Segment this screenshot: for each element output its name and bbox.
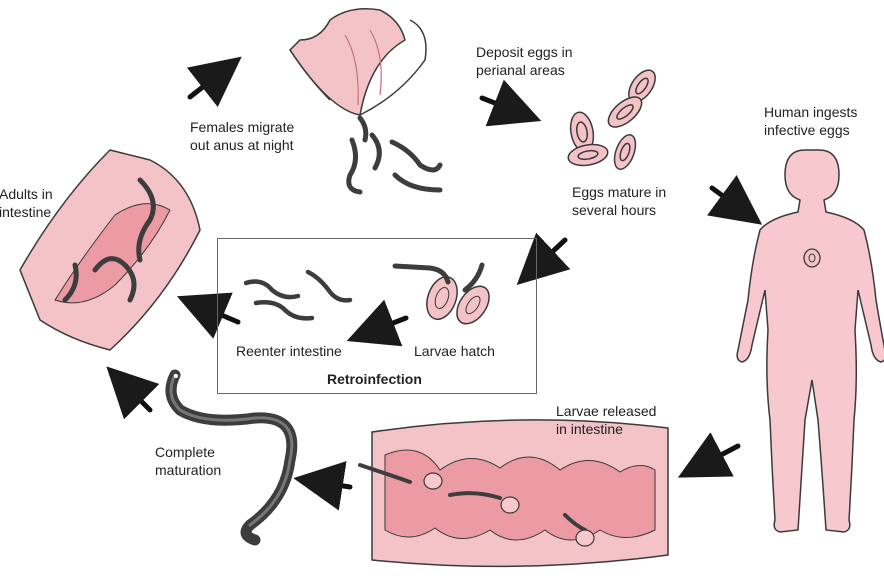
retroinfection-title: Retroinfection	[327, 371, 422, 387]
larvae-released-label: Larvae released in intestine	[556, 403, 657, 437]
females-migrate-label: Females migrate out anus at night	[190, 119, 295, 153]
migrating-worms	[346, 115, 443, 195]
cycle-arrow-icon	[707, 175, 763, 225]
egg-icon	[613, 134, 637, 170]
hatching-eggs	[392, 262, 490, 325]
cycle-arrow-icon	[293, 461, 353, 511]
retroinfection-box	[217, 238, 537, 394]
eggs-mature-label: Eggs mature in several hours	[572, 184, 667, 218]
human-ingests-label: Human ingests infective eggs	[764, 104, 858, 138]
retroinfection-worms	[243, 269, 353, 321]
human-body-icon	[736, 149, 884, 533]
cycle-arrow-icon	[479, 79, 542, 127]
reenter-intestine-label: Reenter intestine	[236, 343, 342, 359]
intestine-icon	[358, 419, 669, 568]
egg-cluster	[567, 69, 656, 170]
pinworm-icon	[165, 369, 298, 546]
cycle-arrows	[106, 56, 763, 511]
cycle-arrow-icon	[516, 232, 571, 286]
complete-maturation-label: Complete maturation	[155, 444, 222, 478]
intestine-icon	[19, 149, 201, 351]
cycle-arrow-icon	[346, 299, 409, 347]
cycle-arrow-icon	[186, 56, 242, 108]
egg-icon	[567, 143, 609, 167]
adults-intestine-label: Adults in intestine	[0, 186, 53, 220]
cycle-arrow-icon	[106, 366, 160, 420]
egg-icon	[607, 96, 643, 128]
deposit-eggs-label: Deposit eggs in perianal areas	[476, 44, 573, 78]
perianal-area-illustration	[289, 8, 443, 195]
cycle-arrow-icon	[677, 432, 741, 478]
cycle-arrow-icon	[176, 292, 241, 339]
larvae-hatch-label: Larvae hatch	[414, 343, 495, 359]
